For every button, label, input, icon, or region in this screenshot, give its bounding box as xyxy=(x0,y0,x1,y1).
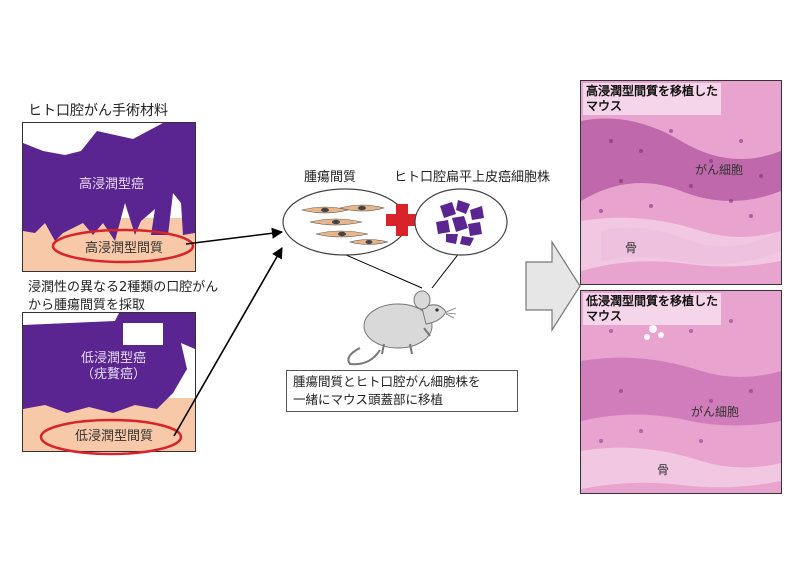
low-invasion-stroma-highlight xyxy=(39,418,183,456)
high-invasion-bone-label: 骨 xyxy=(625,241,638,255)
high-invasion-stroma-highlight xyxy=(51,228,195,264)
sampling-description-line2: から腫瘍間質を採取 xyxy=(28,298,146,313)
high-invasion-tumor-label: 高浸潤型癌 xyxy=(79,177,145,192)
high-invasion-cancer-cell-label: がん細胞 xyxy=(695,163,744,177)
result-arrow-icon xyxy=(525,240,581,332)
transplant-note-line1: 腫瘍間質とヒト口腔がん細胞株を xyxy=(293,374,481,389)
high-invasion-tissue-illustration xyxy=(23,123,195,271)
mouse-icon xyxy=(347,290,457,366)
low-invasion-tumor-label: 低浸潤型癌 xyxy=(81,351,147,366)
plus-icon xyxy=(386,204,418,236)
low-invasion-stroma-label: 低浸潤型間質 xyxy=(75,429,154,444)
low-invasion-bone-label: 骨 xyxy=(657,463,670,477)
high-invasion-tissue-panel: 高浸潤型癌 高浸潤型間質 xyxy=(22,122,196,272)
high-invasion-histology-image: 高浸潤型間質を移植した マウス がん細胞 骨 xyxy=(580,80,782,285)
fibroblast-ellipse xyxy=(282,188,408,256)
cell-line-label: ヒト口腔扁平上皮癌細胞株 xyxy=(394,170,551,185)
low-invasion-cancer-cell-label: がん細胞 xyxy=(691,405,740,419)
low-invasion-tissue-illustration xyxy=(23,313,195,451)
verrucous-carcinoma-label: （疣贅癌） xyxy=(81,367,147,382)
surgical-material-label: ヒト口腔がん手術材料 xyxy=(28,103,168,119)
tumor-stroma-label: 腫瘍間質 xyxy=(304,170,357,185)
transplant-note-line2: 一緒にマウス頭蓋部に移植 xyxy=(293,392,444,407)
low-invasion-histology-caption: 低浸潤型間質を移植した マウス xyxy=(583,293,722,325)
sampling-description-line1: 浸潤性の異なる2種類の口腔がん xyxy=(28,280,219,295)
cancer-cell-ellipse xyxy=(414,188,508,256)
low-invasion-histology-image: 低浸潤型間質を移植した マウス がん細胞 骨 xyxy=(580,290,782,494)
transplant-note-box: 腫瘍間質とヒト口腔がん細胞株を 一緒にマウス頭蓋部に移植 xyxy=(286,370,518,412)
high-invasion-histology-caption: 高浸潤型間質を移植した マウス xyxy=(583,83,722,115)
low-invasion-histology-texture xyxy=(581,291,781,493)
high-invasion-stroma-label: 高浸潤型間質 xyxy=(85,241,164,256)
